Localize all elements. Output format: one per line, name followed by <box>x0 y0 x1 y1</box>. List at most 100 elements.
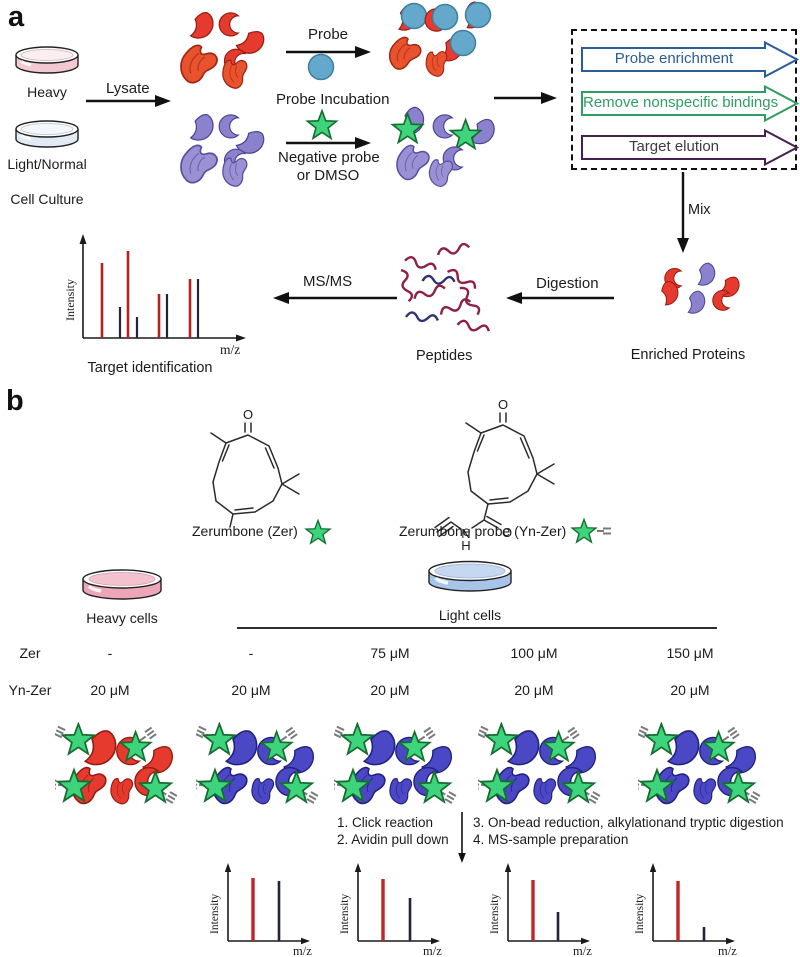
msms-label: MS/MS <box>303 273 353 290</box>
spectrum-bar <box>196 279 200 338</box>
heavy-dish-label: Heavy <box>27 84 67 100</box>
table-cell-zer-1: - <box>248 645 254 661</box>
light-dish-label: Light/Normal <box>7 156 87 172</box>
table-row-ynzer-name: Yn-Zer <box>8 682 52 698</box>
sample-cluster-1 <box>55 722 185 817</box>
mix-label: Mix <box>688 202 711 218</box>
msms-arrow <box>273 292 397 304</box>
zerumbone-star-icon <box>305 519 331 544</box>
enriched-proteins-cluster <box>657 262 743 314</box>
spectrum3-xlabel: m/z <box>573 944 592 957</box>
probe-incubation-label: Probe Incubation <box>276 91 390 108</box>
result-spectrum-3: Intensity m/z <box>489 863 592 957</box>
panel-a-label: a <box>8 1 25 33</box>
cell-culture-label: Cell Culture <box>10 191 84 207</box>
spectrum-bar <box>556 912 560 941</box>
lysate-light-proteins <box>178 112 269 191</box>
steps-divider-arrow <box>458 812 466 863</box>
table-cell-ynzer-4: 20 μM <box>670 682 710 698</box>
ynzer-label: Zerumbone probe (Yn-Zer) <box>399 523 567 539</box>
enrichment-step-1: Remove nonspecific bindings <box>583 94 779 111</box>
probe-bead-icon <box>307 53 335 81</box>
enrichment-step-2: Target elution <box>628 138 720 155</box>
spectrum-bar <box>126 251 130 338</box>
result-spectrum-1: Intensity m/z <box>209 863 312 957</box>
target-id-spectrum: Intensity m/z <box>63 234 246 357</box>
spectrum1-xlabel: m/z <box>293 944 312 957</box>
enriched-proteins-label: Enriched Proteins <box>630 347 746 363</box>
enrichment-step-arrow-1 <box>581 85 799 122</box>
step-onbead-digestion: 3. On-bead reduction, alkylationand tryp… <box>473 815 784 830</box>
light-cells-divider <box>237 627 717 629</box>
light-cells-dish-icon <box>428 560 512 592</box>
digestion-label: Digestion <box>536 275 599 292</box>
enrichment-box <box>571 29 797 170</box>
spectrum1-ylabel: Intensity <box>209 894 221 934</box>
panel-b-label: b <box>6 385 24 417</box>
target-identification-label: Target identification <box>87 360 213 376</box>
spectrum-bar <box>676 881 680 941</box>
result-spectrum-4: Intensity m/z <box>634 863 737 957</box>
spectrum-bar <box>381 879 385 941</box>
spectrum-ylabel: Intensity <box>63 279 77 321</box>
spectrum-bar <box>702 927 706 941</box>
ynzer-structure: O O N H <box>434 397 555 552</box>
table-row-zer-name: Zer <box>19 645 41 661</box>
spectrum4-ylabel: Intensity <box>634 894 646 934</box>
probe-label: Probe <box>307 26 349 43</box>
step-avidin-pulldown: 2. Avidin pull down <box>337 832 449 847</box>
table-cell-zer-2: 75 μM <box>370 645 410 661</box>
spectrum4-xlabel: m/z <box>718 944 737 957</box>
spectrum-bar <box>251 878 255 941</box>
table-cell-zer-0: - <box>107 645 113 661</box>
lysate-heavy-proteins <box>178 10 269 93</box>
spectrum-bar <box>118 307 122 338</box>
peptides-label: Peptides <box>416 348 473 364</box>
spectrum-xlabel: m/z <box>220 342 240 357</box>
to-enrichment-arrow <box>494 92 557 104</box>
table-cell-ynzer-3: 20 μM <box>514 682 554 698</box>
step-click-reaction: 1. Click reaction <box>337 815 434 830</box>
light-dish-icon <box>15 120 79 148</box>
probe-arrow <box>286 46 371 58</box>
light-cells-label: Light cells <box>438 607 502 623</box>
peptides-cluster <box>398 243 492 336</box>
ynzer-n-atom: N <box>461 526 470 541</box>
lysate-arrow <box>86 95 171 107</box>
sample-cluster-4 <box>478 722 608 817</box>
ynzer-o-top-atom: O <box>498 397 508 412</box>
negative-probe-label-line2: or DMSO <box>296 167 360 184</box>
enrichment-step-arrow-0 <box>581 41 799 78</box>
step-ms-preparation: 4. MS-sample preparation <box>473 832 629 847</box>
mix-arrow <box>677 172 689 253</box>
spectrum-bar <box>408 898 412 941</box>
zerumbone-structure: O <box>210 407 300 528</box>
sample-cluster-2 <box>196 722 326 817</box>
spectrum-bar <box>277 881 281 941</box>
table-cell-ynzer-1: 20 μM <box>231 682 271 698</box>
spectrum2-xlabel: m/z <box>423 944 442 957</box>
ynzer-star-icon <box>571 518 611 543</box>
negative-probe-label-line1: Negative probe <box>278 149 380 166</box>
heavy-dish-icon <box>15 46 79 74</box>
enrichment-step-arrow-2 <box>581 129 799 166</box>
incubated-light-proteins <box>391 106 499 190</box>
spectrum2-ylabel: Intensity <box>339 894 351 934</box>
spectrum-bar <box>157 294 161 338</box>
enrichment-step-0: Probe enrichment <box>614 50 734 67</box>
digestion-arrow <box>506 292 614 304</box>
table-cell-ynzer-0: 20 μM <box>90 682 130 698</box>
heavy-cells-label: Heavy cells <box>86 610 158 626</box>
zer-o-atom: O <box>243 407 253 422</box>
table-cell-zer-4: 150 μM <box>666 645 714 661</box>
sample-cluster-5 <box>638 722 768 817</box>
incubated-heavy-proteins <box>388 0 492 80</box>
zerumbone-label: Zerumbone (Zer) <box>192 523 298 539</box>
sample-cluster-3 <box>334 722 464 817</box>
table-cell-ynzer-2: 20 μM <box>370 682 410 698</box>
spectrum-bar <box>165 294 169 338</box>
spectrum-bar <box>100 263 104 338</box>
spectrum-bar <box>531 880 535 941</box>
negative-probe-arrow <box>286 137 371 149</box>
